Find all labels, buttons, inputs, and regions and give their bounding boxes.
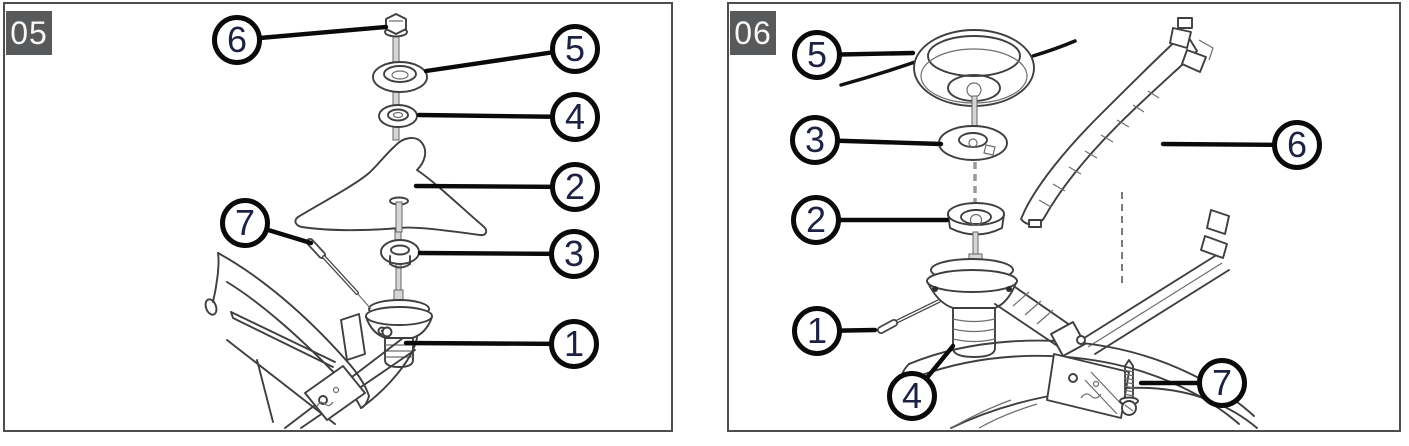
trimmer-head-spool-drawing [839, 29, 1077, 131]
panel06-callout-pin: 1 [792, 306, 842, 356]
panel-06-label: 06 [730, 11, 776, 55]
support-washer-drawing [380, 239, 420, 269]
locking-pin-drawing [306, 238, 372, 310]
guard-extension-drawing [1020, 17, 1214, 288]
blade-assembly-drawing [204, 13, 578, 429]
panel05-callout-gear-head: 1 [549, 319, 599, 369]
panel06-callout-screw: 7 [1197, 358, 1247, 408]
cup-washer-drawing-06 [938, 125, 1008, 161]
screw-drawing [1084, 359, 1139, 416]
panel05-callout-nut: 6 [212, 15, 262, 65]
panel06-callout-guard-extension: 6 [1272, 120, 1322, 170]
panel05-callout-blade: 2 [550, 162, 600, 212]
panel-05-label: 05 [6, 11, 52, 55]
trimmer-head-drawing [812, 17, 1300, 429]
cup-washer-drawing [372, 61, 428, 93]
blade-drawing [294, 137, 488, 237]
clamp-washer-drawing [378, 104, 418, 128]
gear-head-drawing [365, 289, 433, 368]
panel05-callout-pin: 7 [220, 198, 270, 248]
panel06-callout-clamp-washer: 2 [791, 195, 841, 245]
clamp-washer-drawing-06 [947, 202, 1005, 266]
guard-boom-drawing [204, 252, 418, 429]
panel06-callout-cup-washer: 3 [790, 115, 840, 165]
locking-pin-drawing-06 [877, 299, 941, 334]
panel06-callout-gear-head: 4 [887, 371, 937, 421]
panel05-callout-cup-washer: 5 [550, 24, 600, 74]
hex-nut-drawing [384, 13, 408, 38]
boom-guard-drawing-06 [900, 209, 1258, 429]
panel-05: 05 [3, 2, 673, 432]
panel-06: 06 [727, 2, 1401, 432]
panel06-callout-trimmer-head: 5 [792, 30, 842, 80]
panel05-callout-support-washer: 3 [549, 229, 599, 279]
panel05-callout-clamp-washer: 4 [550, 92, 600, 142]
